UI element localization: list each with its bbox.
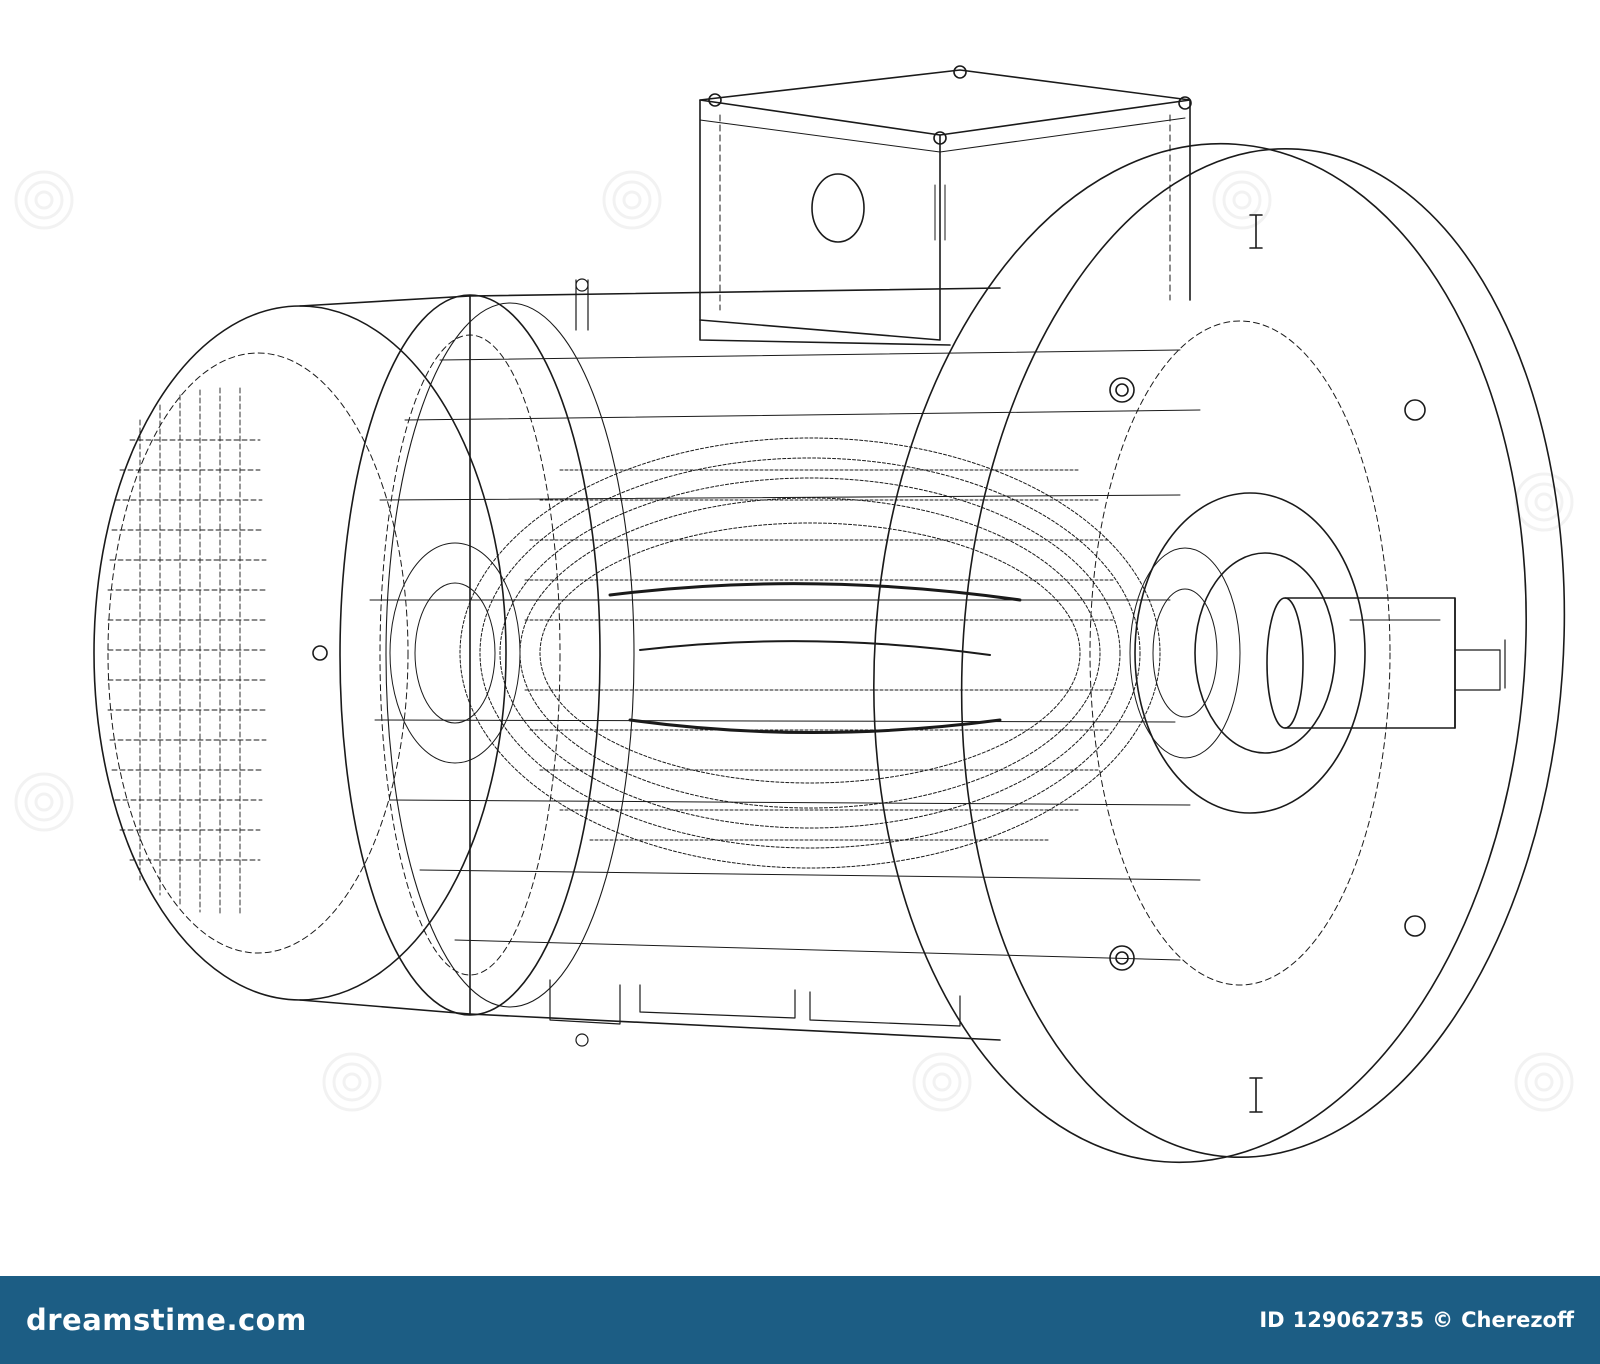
watermark-swirl-icon: [322, 1052, 382, 1112]
footer-bar: dreamstime.com ID 129062735 © Cherezoff: [0, 1276, 1600, 1364]
bearing-rings: [389, 542, 1241, 764]
terminal-box: [699, 65, 1192, 346]
watermark-swirl-icon: [1514, 1052, 1574, 1112]
brand-block: dreamstime.com: [26, 1303, 307, 1337]
rotor-core-bands: [608, 582, 1022, 734]
flange-bolts: [312, 377, 1426, 971]
watermark-swirl-icon: [912, 1052, 972, 1112]
id-value: 129062735: [1292, 1308, 1425, 1332]
watermark-swirl-icon: [602, 170, 662, 230]
watermark-swirl-icon: [14, 170, 74, 230]
watermark-swirl-icon: [14, 772, 74, 832]
motor-wireframe-svg: [93, 65, 1566, 1164]
image-credit: ID 129062735 © Cherezoff: [1259, 1308, 1574, 1332]
stator-housing: [339, 287, 1001, 1041]
fan-vent-grid: [107, 387, 267, 916]
watermark-swirl-icon: [1514, 472, 1574, 532]
copyright-symbol: ©: [1432, 1308, 1454, 1332]
brand-name[interactable]: dreamstime.com: [26, 1303, 307, 1337]
rotor-windings: [459, 437, 1161, 869]
watermark-swirl-icon: [1212, 170, 1272, 230]
fan-cover: [93, 295, 507, 1015]
author-name[interactable]: Cherezoff: [1461, 1308, 1574, 1332]
mounting-feet: [549, 278, 961, 1047]
id-label: ID: [1259, 1308, 1285, 1332]
motor-shaft: [1266, 597, 1501, 729]
motor-wireframe-drawing: [93, 65, 1566, 1164]
housing-ribs: [369, 349, 1201, 961]
front-flange: [873, 142, 1566, 1164]
